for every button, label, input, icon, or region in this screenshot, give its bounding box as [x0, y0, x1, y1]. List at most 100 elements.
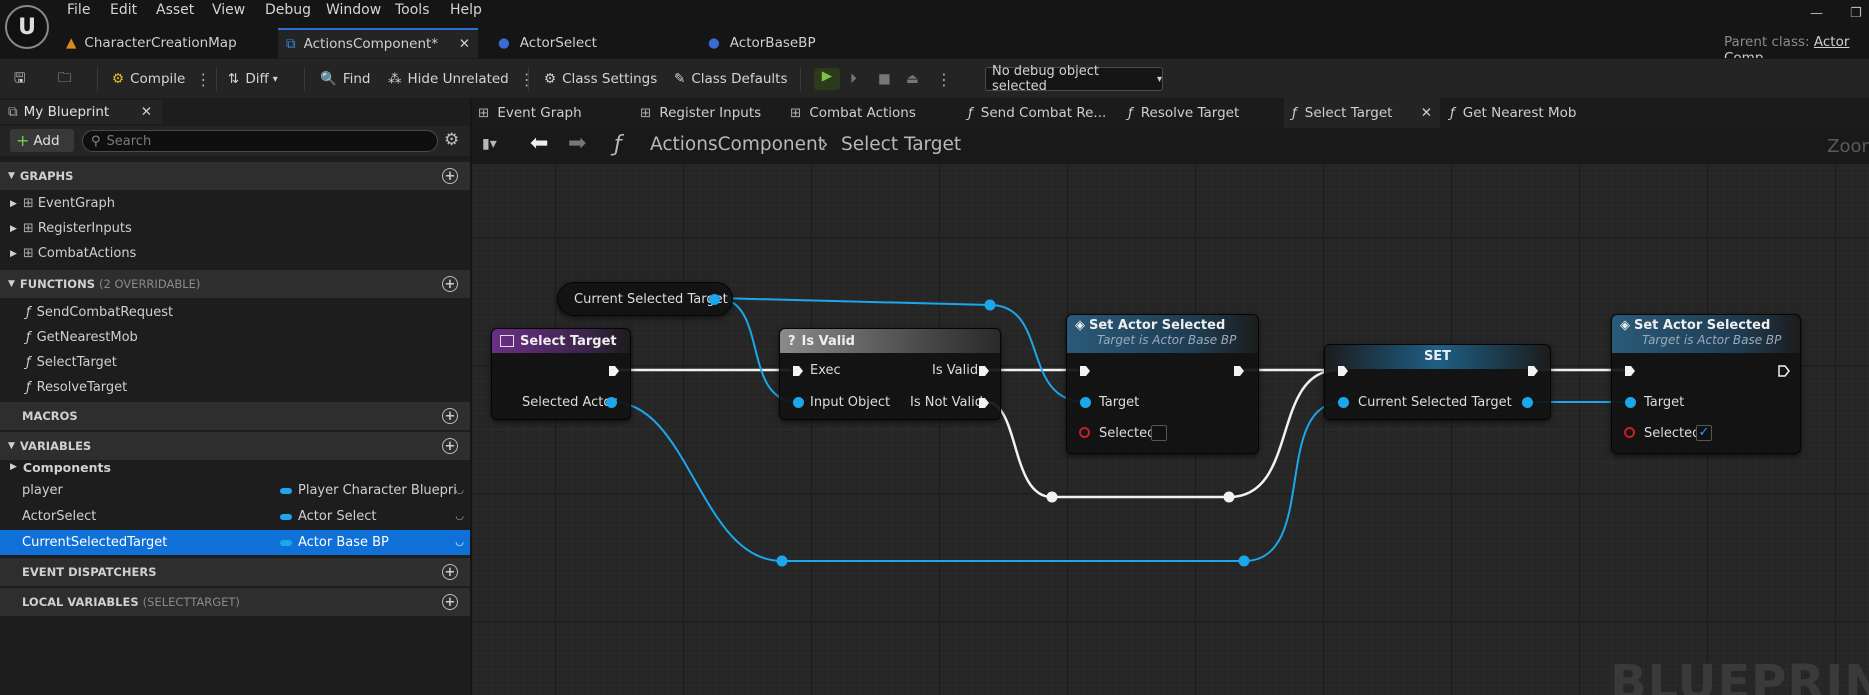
- exec-input-pin[interactable]: [792, 365, 804, 377]
- browse-button[interactable]: 🗀: [58, 59, 72, 99]
- settings-gear-icon[interactable]: ⚙: [444, 130, 460, 150]
- menu-asset[interactable]: Asset: [156, 2, 195, 18]
- tab-actorbasebp[interactable]: ● ActorBaseBP: [708, 28, 868, 58]
- set-current-selected-target-node[interactable]: SET Current Selected Target: [1324, 344, 1551, 420]
- menu-edit[interactable]: Edit: [110, 2, 138, 18]
- tab-actorselect[interactable]: ● ActorSelect: [498, 28, 658, 58]
- exec-output-pin[interactable]: [1233, 365, 1245, 377]
- add-macro-icon[interactable]: +: [442, 408, 458, 424]
- forward-arrow-icon[interactable]: ➡: [568, 131, 587, 156]
- hide-unrelated-button[interactable]: ⁂ Hide Unrelated ⋮: [388, 69, 535, 89]
- graphs-section-header[interactable]: ▼ GRAPHS +: [0, 162, 470, 190]
- input-object-pin[interactable]: [793, 397, 804, 408]
- add-graph-icon[interactable]: +: [442, 168, 458, 184]
- value-output-pin[interactable]: [1522, 397, 1533, 408]
- target-pin[interactable]: [1625, 397, 1636, 408]
- visibility-eye-icon[interactable]: ◡: [455, 511, 464, 522]
- step-button[interactable]: ⏵: [850, 59, 857, 99]
- macros-section-header[interactable]: MACROS +: [0, 402, 470, 430]
- output-object-pin[interactable]: [709, 294, 720, 305]
- selected-bool-pin[interactable]: [1079, 427, 1090, 438]
- add-local-variable-icon[interactable]: +: [442, 594, 458, 610]
- selected-actor-pin[interactable]: [606, 397, 617, 408]
- add-dispatcher-icon[interactable]: +: [442, 564, 458, 580]
- search-input[interactable]: ⚲ Search: [82, 130, 438, 152]
- menu-file[interactable]: File: [67, 2, 91, 18]
- components-category[interactable]: ▶Components: [10, 459, 111, 475]
- exec-input-pin[interactable]: [1337, 365, 1349, 377]
- tab-charactercreationmap[interactable]: ▲ CharacterCreationMap: [66, 28, 276, 58]
- variable-item-player[interactable]: player Player Character Bluepri ◡: [22, 483, 464, 498]
- menu-tools[interactable]: Tools: [395, 2, 430, 18]
- menu-help[interactable]: Help: [450, 2, 482, 18]
- visibility-eye-icon[interactable]: ◡: [455, 485, 464, 496]
- variables-section-header[interactable]: ▼ VARIABLES +: [0, 432, 470, 460]
- selected-checkbox[interactable]: [1151, 425, 1167, 441]
- back-arrow-icon[interactable]: ⬅: [530, 131, 549, 156]
- play-options-button[interactable]: ⋮: [936, 59, 952, 99]
- compile-options-icon[interactable]: ⋮: [195, 69, 211, 89]
- is-valid-exec-pin[interactable]: [978, 365, 990, 377]
- exec-input-pin[interactable]: [1079, 365, 1091, 377]
- add-variable-icon[interactable]: +: [442, 438, 458, 454]
- value-input-pin[interactable]: [1338, 397, 1349, 408]
- save-button[interactable]: 🖫: [14, 59, 26, 99]
- is-not-valid-exec-pin[interactable]: [978, 397, 990, 409]
- unreal-logo-icon[interactable]: U: [5, 5, 49, 49]
- menu-window[interactable]: Window: [326, 2, 382, 18]
- visibility-eye-icon[interactable]: ◡: [455, 537, 464, 548]
- current-selected-target-getter-node[interactable]: Current Selected Target: [557, 282, 733, 316]
- debug-object-select[interactable]: No debug object selected ▾: [985, 64, 1163, 94]
- exec-input-pin[interactable]: [1624, 365, 1636, 377]
- class-defaults-button[interactable]: ✎ Class Defaults: [674, 71, 788, 87]
- exec-output-pin[interactable]: [1778, 365, 1790, 377]
- is-valid-node[interactable]: ? Is Valid Exec Input Object Is Valid Is…: [779, 328, 1001, 420]
- close-tab-icon[interactable]: ✕: [458, 36, 470, 52]
- select-target-entry-node[interactable]: Select Target Selected Actor: [491, 328, 631, 420]
- set-actor-selected-node-2[interactable]: ◈Set Actor Selected Target is Actor Base…: [1611, 314, 1801, 454]
- close-tab-icon[interactable]: ✕: [140, 104, 152, 120]
- variable-item-currentselectedtarget[interactable]: CurrentSelectedTarget Actor Base BP ◡: [0, 530, 470, 555]
- graph-item-combatactions[interactable]: ▶⊞CombatActions: [10, 246, 137, 261]
- close-tab-icon[interactable]: ✕: [1420, 105, 1432, 121]
- add-button[interactable]: + Add: [10, 129, 74, 152]
- selected-checkbox[interactable]: ✓: [1696, 425, 1712, 441]
- set-actor-selected-node-1[interactable]: ◈Set Actor Selected Target is Actor Base…: [1066, 314, 1259, 454]
- menu-view[interactable]: View: [212, 2, 246, 18]
- compile-button[interactable]: ⚙ Compile ⋮: [112, 69, 211, 89]
- graph-item-eventgraph[interactable]: ▶⊞EventGraph: [10, 196, 115, 211]
- tab-combat-actions[interactable]: ⊞Combat Actions: [790, 105, 916, 121]
- local-variables-section-header[interactable]: LOCAL VARIABLES (SELECTTARGET) +: [0, 588, 470, 616]
- bookmark-icon[interactable]: ▮▾: [482, 136, 497, 152]
- diff-button[interactable]: ⇅ Diff ▾: [228, 71, 278, 87]
- exec-output-pin[interactable]: [1527, 365, 1539, 377]
- breadcrumb-leaf[interactable]: Select Target: [841, 134, 962, 155]
- my-blueprint-tab[interactable]: ⧉ My Blueprint ✕: [0, 100, 162, 124]
- selected-bool-pin[interactable]: [1624, 427, 1635, 438]
- exec-output-pin[interactable]: [608, 365, 620, 377]
- stop-button[interactable]: ■: [878, 59, 891, 99]
- class-settings-button[interactable]: ⚙ Class Settings: [544, 71, 658, 87]
- find-button[interactable]: 🔍 Find: [320, 71, 371, 87]
- add-function-icon[interactable]: +: [442, 276, 458, 292]
- restore-icon[interactable]: ❐: [1850, 6, 1862, 21]
- menu-debug[interactable]: Debug: [265, 2, 312, 18]
- variable-item-actorselect[interactable]: ActorSelect Actor Select ◡: [22, 509, 464, 524]
- graph-item-registerinputs[interactable]: ▶⊞RegisterInputs: [10, 221, 132, 236]
- hide-unrelated-options-icon[interactable]: ⋮: [518, 69, 535, 89]
- event-dispatchers-section-header[interactable]: EVENT DISPATCHERS +: [0, 558, 470, 586]
- functions-section-header[interactable]: ▼ FUNCTIONS (2 OVERRIDABLE) +: [0, 270, 470, 298]
- play-button[interactable]: ▶: [814, 59, 840, 99]
- tab-actionscomponent[interactable]: ⧉ ActionsComponent* ✕: [278, 28, 478, 58]
- minimize-icon[interactable]: —: [1810, 6, 1823, 21]
- tab-register-inputs[interactable]: ⊞Register Inputs: [640, 105, 762, 121]
- tab-event-graph[interactable]: ⊞Event Graph: [478, 105, 582, 121]
